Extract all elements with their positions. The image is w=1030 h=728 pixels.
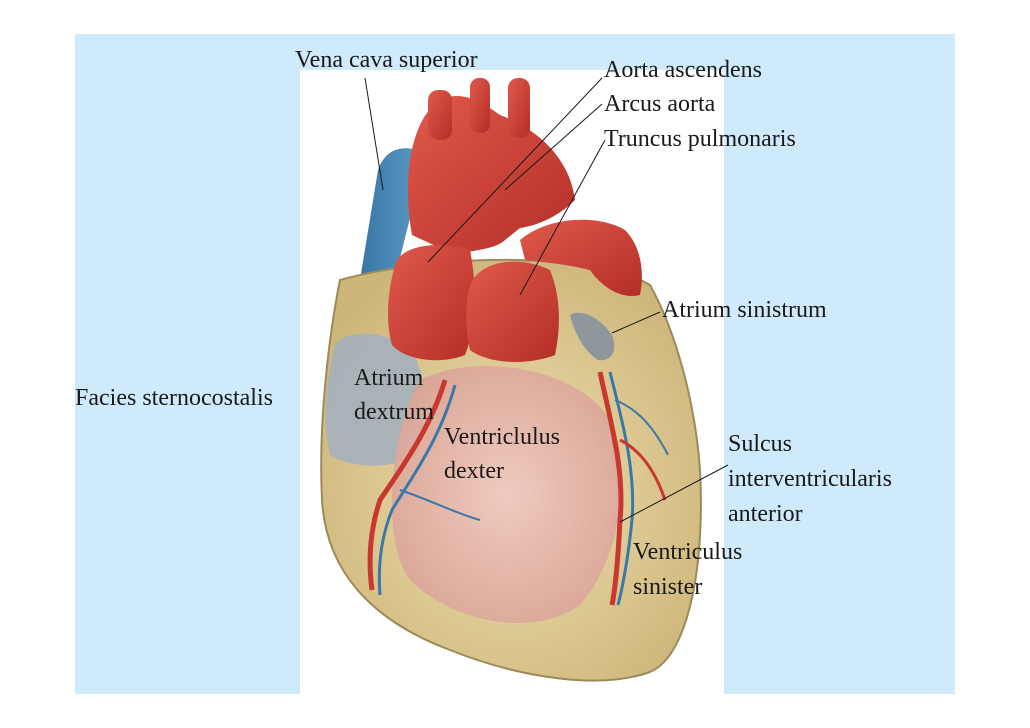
label-atrium-sinistrum: Atrium sinistrum — [662, 297, 827, 323]
label-ventriculus-sinister-line2: sinister — [633, 574, 703, 600]
left-atrium-shape — [570, 312, 615, 361]
label-vena-cava-superior: Vena cava superior — [295, 47, 478, 73]
leader-vena-cava — [364, 77, 384, 191]
label-atrium-dextrum-line2: dextrum — [354, 399, 434, 425]
label-aorta-ascendens: Aorta ascendens — [604, 57, 762, 83]
leader-atrium-sinistrum — [611, 311, 661, 334]
label-ventriculus-sinister-line1: Ventriculus — [633, 539, 743, 565]
ventricle-shape — [391, 365, 623, 624]
subclavian-shape — [508, 78, 530, 138]
label-ventriclulus-dexter-line2: dexter — [444, 458, 504, 484]
anterior-artery — [597, 371, 624, 606]
leader-truncus — [519, 139, 606, 296]
label-truncus-pulmonaris: Truncus pulmonaris — [604, 126, 796, 152]
carotid-shape — [470, 78, 490, 133]
branch-vein-1 — [614, 399, 669, 456]
label-sulcus-line2: interventricularis — [728, 466, 892, 492]
right-coronary-artery — [367, 379, 448, 591]
label-atrium-dextrum-line1: Atrium — [354, 365, 424, 391]
label-facies-sternocostalis: Facies sternocostalis — [75, 385, 273, 411]
right-coronary-vein — [377, 384, 457, 596]
anterior-vein — [608, 371, 635, 606]
brachiocephalic-shape — [428, 90, 452, 140]
label-arcus-aorta: Arcus aorta — [604, 91, 716, 117]
leader-arcus-aorta — [504, 103, 603, 191]
label-ventriclulus-dexter-line1: Ventriclulus — [444, 424, 560, 450]
label-sulcus-line3: anterior — [728, 501, 803, 527]
leader-sulcus — [619, 464, 729, 523]
leader-aorta-ascendens — [427, 77, 603, 263]
marginal-branch — [399, 489, 481, 521]
leader-lines — [364, 77, 729, 523]
branch-artery-1 — [619, 438, 667, 501]
aorta-ascendens-shape — [388, 245, 475, 361]
label-sulcus-line1: Sulcus — [728, 431, 793, 457]
truncus-pulmonaris-shape — [466, 261, 559, 362]
